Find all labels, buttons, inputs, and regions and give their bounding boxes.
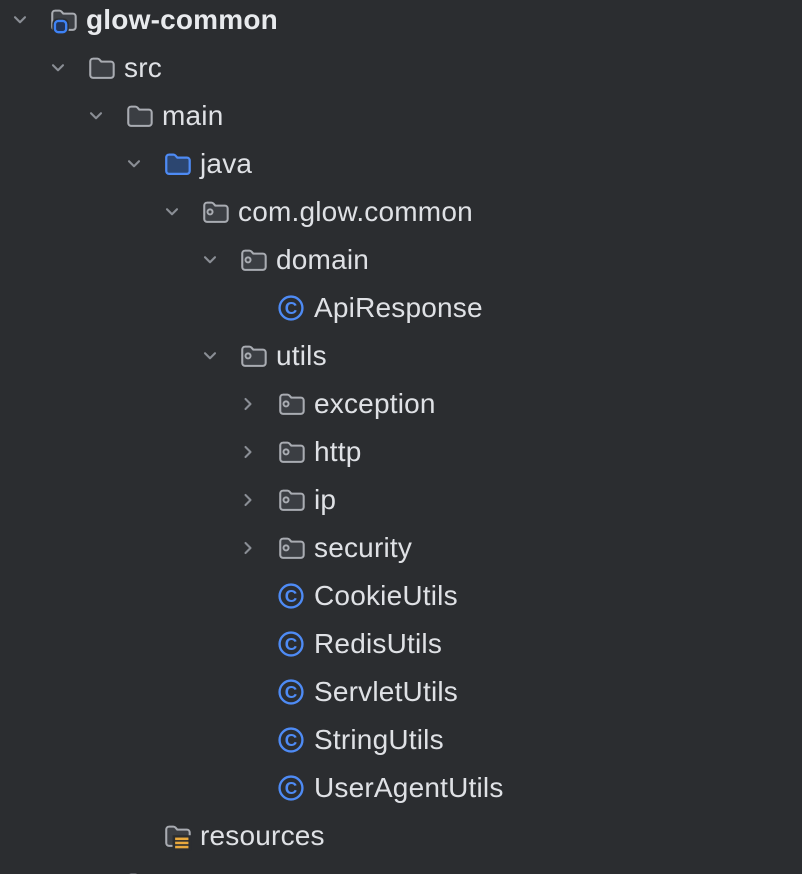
package-icon: [276, 485, 306, 515]
tree-item-label: glow-common: [86, 4, 278, 35]
tree-item-label: http: [314, 436, 362, 467]
chevron-right-icon[interactable]: [238, 524, 276, 572]
package-icon: [238, 341, 268, 371]
tree-row-stringutils[interactable]: C StringUtils: [0, 716, 802, 764]
chevron-spacer: [238, 764, 276, 812]
tree-row-apiresponse[interactable]: C ApiResponse: [0, 284, 802, 332]
tree-item-label: ip: [314, 484, 337, 515]
project-folder-icon: [48, 5, 78, 35]
tree-row-glow-common[interactable]: glow-common: [0, 0, 802, 44]
tree-row-security[interactable]: security: [0, 524, 802, 572]
tree-row-resources[interactable]: resources: [0, 812, 802, 860]
chevron-down-icon[interactable]: [10, 0, 48, 44]
class-icon: C: [276, 293, 306, 323]
chevron-right-icon[interactable]: [238, 428, 276, 476]
chevron-down-icon[interactable]: [200, 332, 238, 380]
svg-text:C: C: [285, 778, 298, 798]
tree-row-servletutils[interactable]: C ServletUtils: [0, 668, 802, 716]
chevron-spacer: [238, 572, 276, 620]
class-icon: C: [276, 677, 306, 707]
chevron-spacer: [238, 284, 276, 332]
chevron-down-icon[interactable]: [124, 140, 162, 188]
tree-row-domain[interactable]: domain: [0, 236, 802, 284]
chevron-spacer: [86, 860, 124, 874]
tree-item-label: main: [162, 100, 224, 131]
chevron-down-icon[interactable]: [86, 92, 124, 140]
svg-text:C: C: [285, 634, 298, 654]
folder-icon: [124, 869, 154, 874]
tree-item-label: UserAgentUtils: [314, 772, 504, 803]
svg-text:C: C: [285, 730, 298, 750]
tree-item-label: src: [124, 52, 162, 83]
tree-row-com-glow-common[interactable]: com.glow.common: [0, 188, 802, 236]
tree-item-label: security: [314, 532, 413, 563]
tree-row-partial[interactable]: [0, 860, 802, 874]
class-icon: C: [276, 725, 306, 755]
chevron-down-icon[interactable]: [200, 236, 238, 284]
tree-row-java[interactable]: java: [0, 140, 802, 188]
class-icon: C: [276, 629, 306, 659]
tree-item-label: RedisUtils: [314, 628, 443, 659]
chevron-down-icon[interactable]: [48, 44, 86, 92]
package-icon: [276, 389, 306, 419]
tree-item-label: StringUtils: [314, 724, 444, 755]
tree-item-label: resources: [200, 820, 325, 851]
chevron-down-icon[interactable]: [162, 188, 200, 236]
chevron-spacer: [238, 668, 276, 716]
package-icon: [276, 437, 306, 467]
tree-row-exception[interactable]: exception: [0, 380, 802, 428]
tree-row-useragentutils[interactable]: C UserAgentUtils: [0, 764, 802, 812]
tree-item-label: ApiResponse: [314, 292, 483, 323]
svg-text:C: C: [285, 682, 298, 702]
tree-item-label: ServletUtils: [314, 676, 458, 707]
tree-row-cookieutils[interactable]: C CookieUtils: [0, 572, 802, 620]
tree-item-label: utils: [276, 340, 327, 371]
tree-row-redisutils[interactable]: C RedisUtils: [0, 620, 802, 668]
resources-folder-icon: [162, 821, 192, 851]
tree-item-label: com.glow.common: [238, 196, 473, 227]
chevron-spacer: [238, 620, 276, 668]
chevron-spacer: [124, 812, 162, 860]
chevron-spacer: [238, 716, 276, 764]
package-icon: [200, 197, 230, 227]
folder-icon: [86, 53, 116, 83]
folder-icon: [124, 101, 154, 131]
class-icon: C: [276, 581, 306, 611]
svg-text:C: C: [285, 298, 298, 318]
package-icon: [276, 533, 306, 563]
svg-text:C: C: [285, 586, 298, 606]
package-icon: [238, 245, 268, 275]
tree-item-label: java: [200, 148, 253, 179]
tree-item-label: exception: [314, 388, 436, 419]
tree-row-http[interactable]: http: [0, 428, 802, 476]
class-icon: C: [276, 773, 306, 803]
tree-row-ip[interactable]: ip: [0, 476, 802, 524]
tree-row-main[interactable]: main: [0, 92, 802, 140]
tree-item-label: domain: [276, 244, 370, 275]
tree-row-utils[interactable]: utils: [0, 332, 802, 380]
tree-item-label: CookieUtils: [314, 580, 458, 611]
chevron-right-icon[interactable]: [238, 476, 276, 524]
source-folder-icon: [162, 149, 192, 179]
chevron-right-icon[interactable]: [238, 380, 276, 428]
tree-row-src[interactable]: src: [0, 44, 802, 92]
